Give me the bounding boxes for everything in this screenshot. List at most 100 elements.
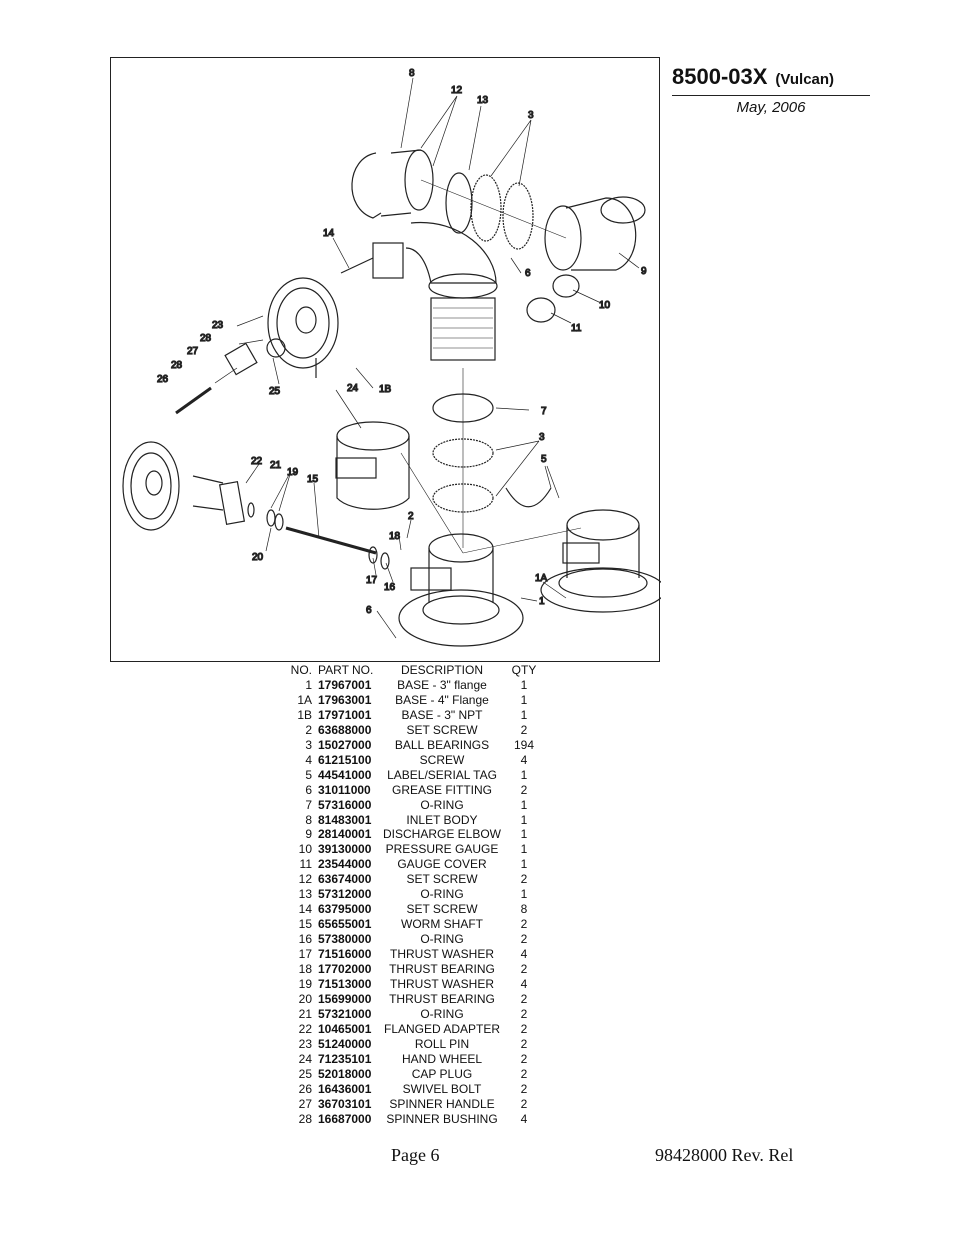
part-item-no: 21 — [298, 1006, 312, 1021]
part-number: 57316000 — [318, 797, 372, 812]
part-description: SET SCREW — [406, 872, 478, 887]
callout: 3 — [528, 110, 534, 121]
part-number: 16687000 — [318, 1111, 372, 1126]
part-item-no: 6 — [305, 782, 312, 797]
part-qty: 2 — [520, 1081, 528, 1096]
part-number: 81483001 — [318, 812, 372, 827]
callout: 7 — [541, 406, 547, 417]
part-number: 17963001 — [318, 692, 372, 707]
base-1b-bracket — [335, 457, 377, 479]
base-1a-flange — [540, 567, 661, 613]
header-rule — [672, 95, 870, 96]
part-number: 51240000 — [318, 1036, 372, 1051]
part-qty: 1 — [520, 797, 528, 812]
base-1a-top — [566, 509, 640, 541]
column-header-description: DESCRIPTION — [400, 663, 483, 677]
base-1a-body — [566, 525, 640, 578]
part-number: 15699000 — [318, 991, 372, 1006]
callout: 1 — [539, 596, 545, 607]
guide-line-top — [420, 179, 567, 239]
discharge-elbow-inlet — [544, 205, 582, 271]
exploded-parts-diagram: 8 12 13 3 14 6 9 10 11 23 28 27 28 26 25… — [110, 57, 661, 662]
part-qty: 1 — [520, 707, 528, 722]
part-qty: 1 — [520, 842, 528, 857]
part-item-no: 18 — [298, 962, 312, 977]
part-qty: 4 — [520, 752, 528, 767]
part-number: 71516000 — [318, 947, 372, 962]
page-number: Page 6 — [391, 1145, 440, 1165]
discharge-elbow-outlet — [600, 196, 646, 224]
part-number: 39130000 — [318, 842, 372, 857]
part-qty: 4 — [520, 977, 528, 992]
part-description: BASE - 3" NPT — [401, 707, 483, 722]
callout: 24 — [347, 383, 359, 394]
callout: 25 — [269, 386, 281, 397]
inlet-body-edges — [380, 149, 422, 217]
part-qty: 4 — [520, 947, 528, 962]
model-number: 8500-03X(Vulcan) — [672, 64, 870, 90]
guide-line-2 — [462, 527, 582, 554]
part-item-no: 23 — [298, 1036, 312, 1051]
pressure-gauge — [552, 274, 580, 298]
callout: 26 — [157, 374, 169, 385]
o-ring-16 — [380, 552, 390, 570]
part-qty: 194 — [513, 737, 535, 752]
part-item-no: 19 — [298, 977, 312, 992]
part-item-no: 2 — [305, 722, 312, 737]
part-item-no: 7 — [305, 797, 312, 812]
column-header-part-no: PART NO. — [318, 663, 374, 677]
swivel-collar — [428, 273, 498, 299]
callout: 18 — [389, 531, 401, 542]
part-qty: 1 — [520, 767, 528, 782]
part-number: 57321000 — [318, 1006, 372, 1021]
part-description: THRUST WASHER — [389, 947, 494, 962]
base-1b-top — [336, 421, 410, 451]
hand-wheel-upper — [267, 277, 339, 369]
part-item-no: 27 — [298, 1096, 312, 1111]
callout: 5 — [541, 454, 547, 465]
part-number: 17971001 — [318, 707, 372, 722]
part-qty: 1 — [520, 692, 528, 707]
callout: 20 — [252, 552, 264, 563]
part-item-no: 14 — [298, 902, 312, 917]
part-description: SWIVEL BOLT — [402, 1081, 482, 1096]
adapter-screw-1 — [192, 475, 224, 484]
part-number: 52018000 — [318, 1066, 372, 1081]
part-number: 16436001 — [318, 1081, 372, 1096]
callout: 12 — [451, 85, 463, 96]
part-description: THRUST BEARING — [389, 991, 495, 1006]
part-qty: 8 — [520, 902, 528, 917]
part-description: SCREW — [419, 752, 465, 767]
part-item-no: 25 — [298, 1066, 312, 1081]
part-description: GAUGE COVER — [397, 857, 487, 872]
guide-line-1 — [400, 452, 464, 554]
callout: 8 — [409, 68, 415, 79]
document-header: 8500-03X(Vulcan) — [672, 64, 870, 90]
callout: 2 — [408, 511, 414, 522]
part-number: 44541000 — [318, 767, 372, 782]
part-qty: 2 — [520, 782, 528, 797]
callout: 1B — [379, 384, 392, 395]
part-description: O-RING — [420, 932, 464, 947]
callout: 19 — [287, 467, 299, 478]
part-description: BASE - 3" flange — [397, 677, 487, 692]
hand-wheel-upper-hub — [295, 306, 317, 334]
part-number: 28140001 — [318, 827, 372, 842]
part-qty: 2 — [520, 962, 528, 977]
part-item-no: 12 — [298, 872, 312, 887]
column-header-no: NO. — [290, 663, 312, 677]
part-item-no: 11 — [299, 857, 312, 872]
thrust-bearing-20 — [274, 513, 284, 531]
